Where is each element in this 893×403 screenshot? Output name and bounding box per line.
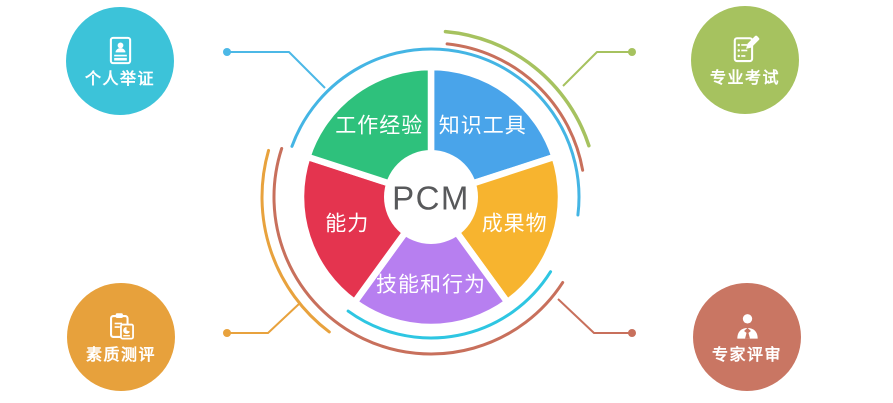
arc-green-top-right [443, 29, 591, 148]
arc-salmon-bottom [272, 146, 565, 356]
connector-quality-assessment-line [227, 302, 301, 334]
connector-professional-exam-line [562, 51, 632, 87]
connector-personal-evidence-line [227, 51, 326, 89]
satellite-label-professional-exam: 专业考试 [709, 70, 780, 87]
pie-segment-label-deliverables: 成果物 [482, 213, 548, 236]
connector-personal-evidence-dot [223, 48, 231, 56]
pie-center-label: PCM [392, 180, 470, 217]
connector-expert-review-line [557, 298, 632, 334]
satellite-label-quality-assessment: 素质测评 [85, 347, 156, 364]
satellite-label-expert-review: 专家评审 [711, 347, 782, 364]
arc-cyan-top [290, 47, 581, 217]
exam-pencil-icon [733, 35, 759, 63]
pie-segment-label-skills-behavior: 技能和行为 [376, 274, 486, 297]
pie-segment-label-ability: 能力 [325, 213, 369, 236]
businessman-icon [736, 314, 758, 339]
pie-center-circle [384, 150, 478, 244]
connector-professional-exam-dot [628, 48, 636, 56]
pie-segment-label-work-experience: 工作经验 [335, 114, 423, 137]
arc-cyan-bottom [346, 270, 553, 340]
pie-segment-skills-behavior[interactable] [350, 191, 512, 331]
clipboard-chart-icon [109, 313, 134, 340]
id-card-icon [109, 36, 131, 65]
connector-quality-assessment-dot [223, 329, 231, 337]
satellite-personal-evidence[interactable]: 个人举证 [66, 7, 174, 115]
arc-orange-left [260, 148, 331, 334]
satellite-professional-exam[interactable]: 专业考试 [691, 6, 799, 114]
satellite-quality-assessment[interactable]: 素质测评 [67, 283, 175, 391]
connector-expert-review-dot [628, 329, 636, 337]
satellite-label-personal-evidence: 个人举证 [84, 71, 155, 88]
pie-segment-label-knowledge-tools: 知识工具 [439, 114, 527, 137]
satellite-expert-review[interactable]: 专家评审 [693, 283, 801, 391]
arc-salmon-top-right [445, 42, 585, 172]
